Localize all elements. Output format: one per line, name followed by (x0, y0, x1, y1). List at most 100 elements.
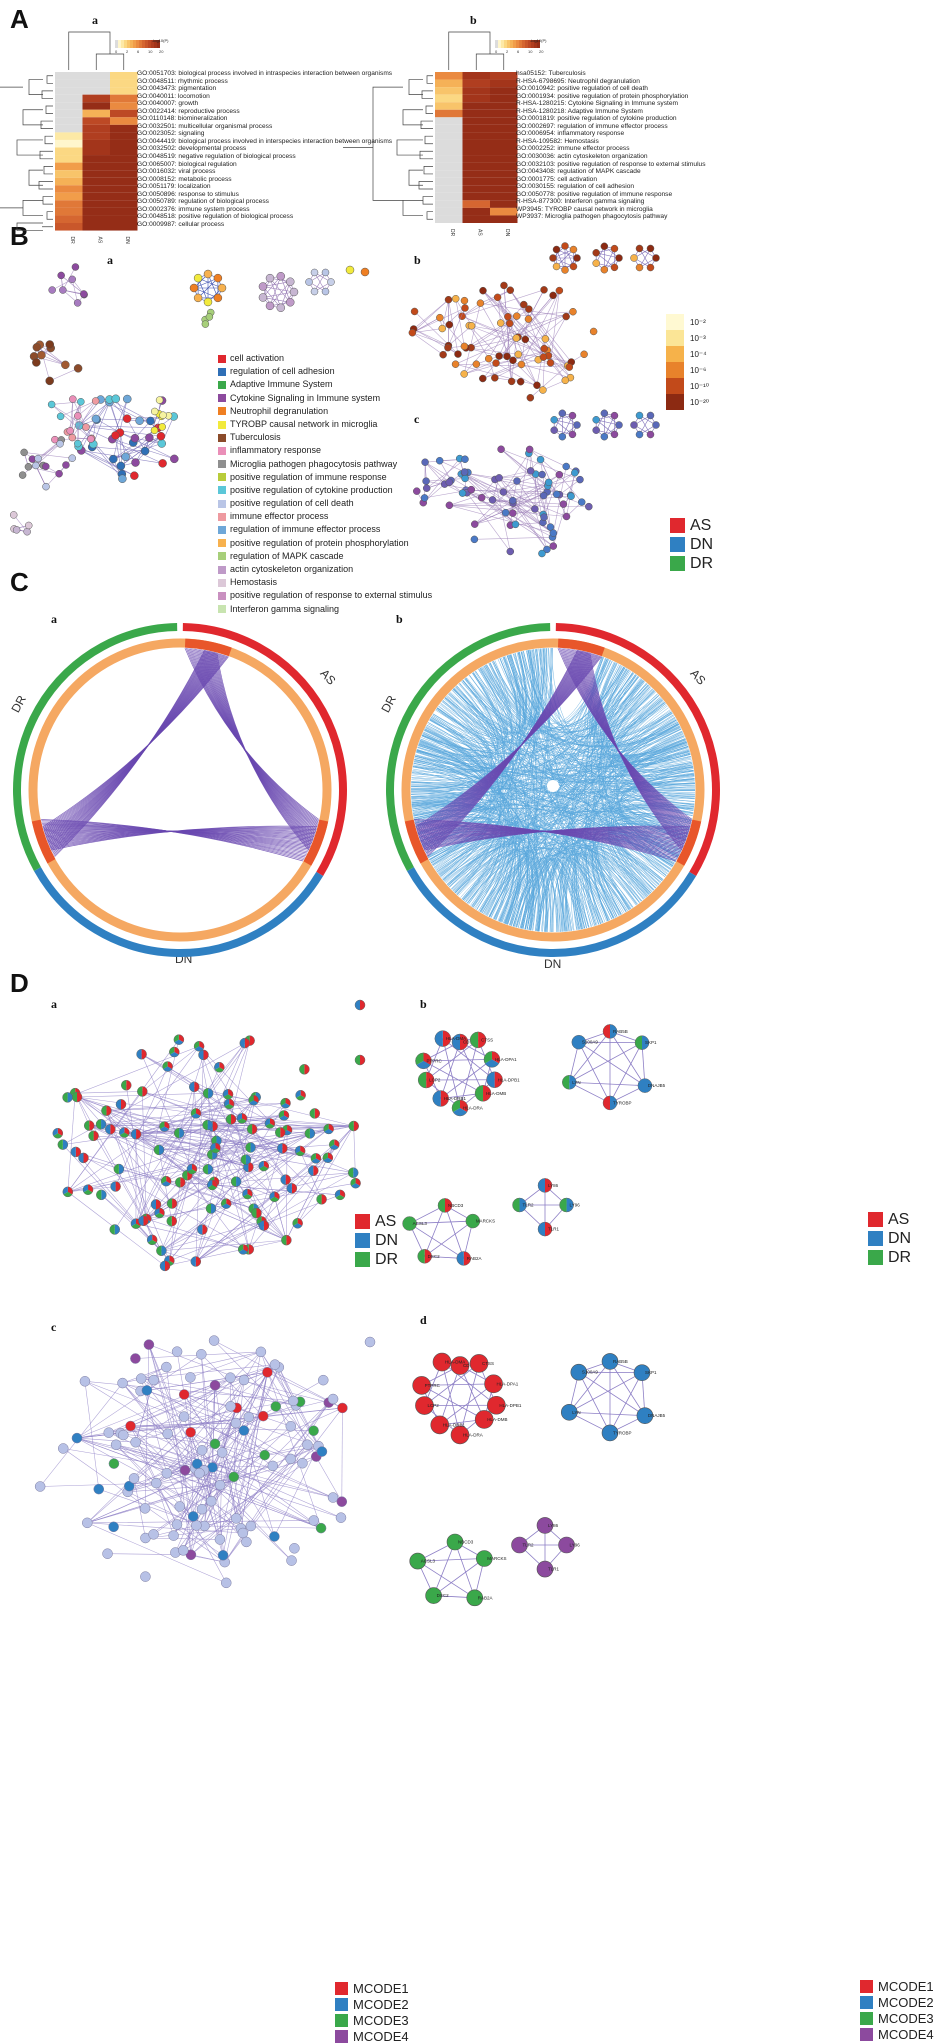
ppi-b-gene-label: LY86 (548, 1183, 559, 1188)
netBb-node (547, 359, 554, 366)
ppi-c-node (80, 1376, 90, 1386)
netBb-node (569, 308, 576, 315)
netBb-node (444, 344, 451, 351)
netBa-node (361, 268, 369, 276)
netBc-node (413, 488, 420, 495)
netBa-node (87, 436, 94, 443)
ppi-a-node (349, 1121, 354, 1131)
netBb-node (445, 296, 452, 303)
netBa-node (46, 377, 54, 385)
netBb-node (636, 245, 643, 252)
netBc-node (537, 456, 544, 463)
netBa-node (35, 455, 42, 462)
netBa-node (322, 269, 329, 276)
ppi-a-node (317, 1194, 322, 1204)
netBc-node (540, 492, 547, 499)
ppi-b-gene-label: ACSL3 (413, 1221, 428, 1226)
netBb-node (491, 374, 498, 381)
ppi-a-node (299, 1064, 304, 1074)
netBb-edge (414, 329, 458, 354)
ppi-d-gene-label: TYROBP (613, 1430, 632, 1435)
ppi-d-gene-label: LY86 (548, 1523, 559, 1528)
ppi-c-node (268, 1461, 278, 1471)
netBa-node (157, 432, 165, 440)
ppi-c-node (262, 1367, 272, 1377)
netBc-node (647, 431, 654, 438)
ppi-c-node (289, 1543, 299, 1553)
netBb-node (452, 361, 459, 368)
netBa-node (13, 526, 20, 533)
netBa-node (83, 424, 90, 431)
ppi-a-node (322, 1194, 327, 1204)
ppi-a-node (84, 1121, 89, 1131)
netBb-node (440, 351, 447, 358)
netBc-node (541, 514, 548, 521)
netBc-node (556, 471, 563, 478)
netBc-node (571, 469, 578, 476)
ppi-a-edge (196, 1173, 353, 1262)
netBc-node (500, 488, 507, 495)
ppi-b-node (438, 1198, 445, 1212)
netBc-node (545, 479, 552, 486)
ppi-c-node (179, 1412, 189, 1422)
ppi-b-gene-label: HLA-DMA (446, 1036, 466, 1041)
ppi-a-node (355, 1000, 360, 1010)
netBc-node (478, 494, 485, 501)
netBc-node (593, 416, 600, 423)
ppi-c-node (129, 1473, 139, 1483)
ppi-a-node (197, 1225, 202, 1235)
netBb-node (504, 313, 511, 320)
ppi-c-node (317, 1447, 327, 1457)
netBc-node (502, 509, 509, 516)
netBa-node (286, 298, 294, 306)
ppi-c-node (136, 1374, 146, 1384)
ppi-c-node (328, 1493, 338, 1503)
ppi-c-node (118, 1378, 128, 1388)
ppi-c-node (286, 1421, 296, 1431)
ppi-c-node (149, 1529, 159, 1539)
netBc-node (423, 485, 430, 492)
ppi-c-node (256, 1347, 266, 1357)
ppi-a-node (308, 1166, 313, 1176)
ppi-a-edge (68, 1093, 75, 1192)
netBb-node (503, 353, 510, 360)
netBb-node (479, 375, 486, 382)
netBb-node (513, 335, 520, 342)
netBb-node (518, 361, 525, 368)
ppi-a-node (115, 1224, 120, 1234)
netBa-node (58, 272, 65, 279)
ppi-a-node (110, 1224, 115, 1234)
ppi-c-node (72, 1433, 82, 1443)
ppi-d-gene-label: DSC2 (437, 1593, 450, 1598)
netBa-node (32, 462, 39, 469)
netBb-node (562, 377, 569, 384)
netBc-node (559, 410, 566, 417)
netBb-node (593, 260, 600, 267)
netBa-node (141, 447, 149, 455)
ppi-a-node (354, 1121, 359, 1131)
netBa-node (118, 475, 126, 483)
netBa-node (130, 472, 138, 480)
netBb-node (653, 255, 660, 262)
ppi-a-node (58, 1140, 63, 1150)
ppi-d-gene-label: HLA-DMA (445, 1360, 465, 1365)
netBc-node (636, 412, 643, 419)
netBa-node (122, 453, 130, 461)
ppi-d-gene-label: HLA-DPB1 (499, 1403, 522, 1408)
ppi-b-gene-label: LCP2 (429, 1078, 441, 1083)
netBa-node (202, 321, 209, 328)
netBb-node (539, 387, 546, 394)
netBa-node (77, 398, 84, 405)
netBc-node (578, 499, 585, 506)
netBb-node (436, 314, 443, 321)
netBb-node (513, 313, 520, 320)
netBb-node (647, 245, 654, 252)
netBa-node (311, 288, 318, 295)
ppi-d-gene-label: S100A9 (582, 1370, 599, 1375)
netBb-node (522, 336, 529, 343)
netBa-node (151, 408, 158, 415)
ppi-c-node (246, 1521, 256, 1531)
ppi-a-node (167, 1216, 172, 1226)
netBa-node (92, 397, 99, 404)
netBa-node (170, 455, 178, 463)
